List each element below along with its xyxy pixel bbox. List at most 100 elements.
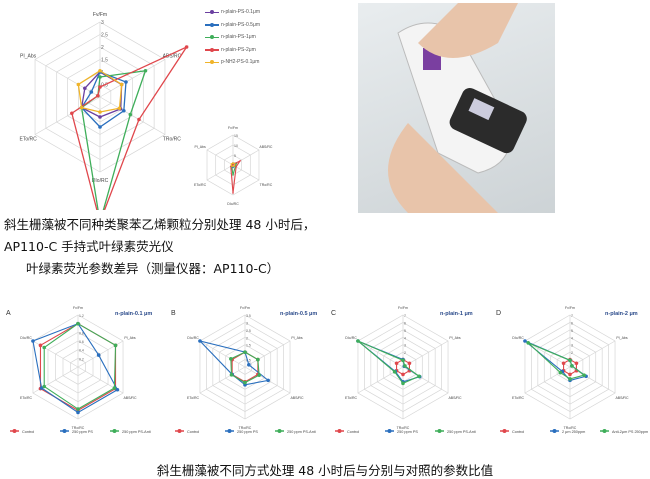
legend-label: Control bbox=[187, 430, 199, 434]
data-point bbox=[401, 381, 405, 386]
data-point bbox=[401, 358, 405, 363]
tick-label: 2 bbox=[101, 45, 104, 51]
axis-label: TRo/RC bbox=[239, 426, 252, 430]
axis-label: ABS/RC bbox=[448, 396, 462, 400]
radar-panel-d: 1234567Fv/FmPI_AbsABS/RCTRo/RCETo/RCDIo/… bbox=[496, 306, 648, 434]
axis-line bbox=[232, 164, 260, 181]
legend-label: 250 ppm PS-Anti bbox=[447, 430, 476, 434]
data-point bbox=[39, 386, 44, 390]
data-point bbox=[98, 110, 102, 114]
panel-title: n-plain-0.5 μm bbox=[280, 311, 317, 317]
data-point bbox=[247, 362, 251, 367]
legend-marker bbox=[12, 429, 17, 433]
axis-label: ETo/RC bbox=[194, 183, 207, 187]
axis-label: TRo/RC bbox=[564, 426, 577, 430]
data-point bbox=[96, 93, 100, 98]
data-point bbox=[233, 165, 236, 167]
panel-letter: A bbox=[6, 310, 11, 317]
data-point bbox=[184, 45, 189, 49]
legend-marker bbox=[502, 429, 507, 433]
data-point bbox=[232, 192, 234, 194]
axis-label: Fv/Fm bbox=[240, 306, 250, 310]
legend-swatch bbox=[205, 35, 219, 39]
data-point bbox=[233, 163, 236, 165]
description-line-3: 叶绿素荧光参数差异（测量仪器：AP110-C） bbox=[26, 261, 280, 276]
legend-label: n-plain-PS-0.1μm bbox=[221, 9, 261, 16]
data-point bbox=[243, 380, 247, 385]
tick-label: 2 bbox=[404, 351, 406, 355]
data-point bbox=[230, 163, 233, 165]
legend-label: n-plain-PS-2μm bbox=[221, 46, 256, 53]
axis-label: PI_Abs bbox=[291, 336, 303, 340]
legend-label: 250 ppm PS-Anti bbox=[287, 430, 316, 434]
legend-item: n-plain-PS-1μm bbox=[205, 31, 260, 44]
data-point bbox=[76, 407, 80, 411]
panel-letter: B bbox=[171, 310, 176, 317]
data-point bbox=[117, 106, 122, 111]
tick-label: 2.5 bbox=[246, 329, 251, 333]
data-point bbox=[76, 410, 80, 415]
tick-label: 3 bbox=[404, 344, 406, 348]
tick-label: 6 bbox=[571, 321, 573, 325]
data-point bbox=[558, 370, 563, 375]
axis-label: PI_Abs bbox=[20, 54, 37, 60]
panel-title: n-plain-1 μm bbox=[440, 311, 473, 317]
axis-label: PI_Abs bbox=[616, 336, 628, 340]
axis-label: TRo/RC bbox=[72, 426, 85, 430]
data-point bbox=[568, 372, 572, 377]
data-point bbox=[38, 343, 43, 348]
axis-label: ABS/RC bbox=[615, 396, 629, 400]
data-point bbox=[98, 125, 102, 129]
axis-label: TRo/RC bbox=[397, 426, 410, 430]
data-point bbox=[122, 108, 126, 113]
legend-label: n-plain-PS-0.5μm bbox=[221, 21, 261, 28]
data-point bbox=[568, 377, 572, 381]
data-point bbox=[115, 387, 120, 392]
data-point bbox=[119, 82, 124, 87]
legend-marker bbox=[387, 429, 392, 433]
tick-label: 5 bbox=[234, 154, 236, 158]
tick-label: 3.5 bbox=[246, 314, 251, 318]
main-radar-chart: 0.511.522.53Fv/FmABS/RCTRo/RCDIo/RCETo/R… bbox=[20, 12, 189, 210]
tick-label: 0.5 bbox=[246, 359, 251, 363]
tick-label: 0.2 bbox=[79, 357, 84, 361]
legend-marker bbox=[177, 429, 182, 433]
data-point bbox=[70, 111, 74, 116]
legend-item: n-plain-PS-0.1μm bbox=[205, 6, 260, 19]
axis-line bbox=[199, 340, 246, 368]
legend-item: n-plain-PS-2μm bbox=[205, 44, 260, 57]
axis-line bbox=[206, 164, 234, 181]
main-legend: n-plain-PS-0.1μm n-plain-PS-0.5μm n-plain-… bbox=[205, 6, 260, 69]
radar-panel-c: 1234567Fv/FmPI_AbsABS/RCTRo/RCETo/RCDIo/… bbox=[331, 306, 476, 434]
axis-label: Fv/Fm bbox=[73, 306, 83, 310]
legend-item: n-plain-PS-0.5μm bbox=[205, 19, 260, 32]
axis-label: DIo/RC bbox=[512, 336, 524, 340]
data-point bbox=[266, 378, 270, 383]
legend-marker bbox=[602, 429, 607, 433]
data-point bbox=[128, 112, 133, 117]
legend-swatch bbox=[205, 60, 219, 64]
ap110c-device-photo bbox=[358, 3, 555, 213]
axis-label: DIo/RC bbox=[227, 202, 239, 206]
tick-label: 3 bbox=[101, 20, 104, 26]
axis-label: Fv/Fm bbox=[93, 12, 107, 18]
description-line-2: AP110-C 手持式叶绿素荧光仪 bbox=[4, 239, 174, 254]
axis-label: ABS/RC bbox=[290, 396, 304, 400]
tick-label: 0.6 bbox=[79, 340, 84, 344]
axis-label: ETo/RC bbox=[512, 396, 525, 400]
legend-label: 250 ppm PS bbox=[397, 430, 418, 434]
data-point bbox=[526, 341, 530, 345]
legend-label: n-plain-PS-1μm bbox=[221, 34, 256, 41]
data-point bbox=[98, 85, 102, 89]
panel-letter: C bbox=[331, 310, 336, 317]
tick-label: 4 bbox=[404, 336, 406, 340]
legend-label: Control bbox=[512, 430, 524, 434]
tick-label: 5 bbox=[404, 329, 406, 333]
axis-label: Fv/Fm bbox=[565, 306, 575, 310]
axis-label: TRo/RC bbox=[163, 137, 181, 143]
legend-marker bbox=[437, 429, 442, 433]
data-point bbox=[235, 166, 237, 168]
data-point bbox=[143, 68, 148, 73]
axis-line bbox=[99, 96, 166, 135]
